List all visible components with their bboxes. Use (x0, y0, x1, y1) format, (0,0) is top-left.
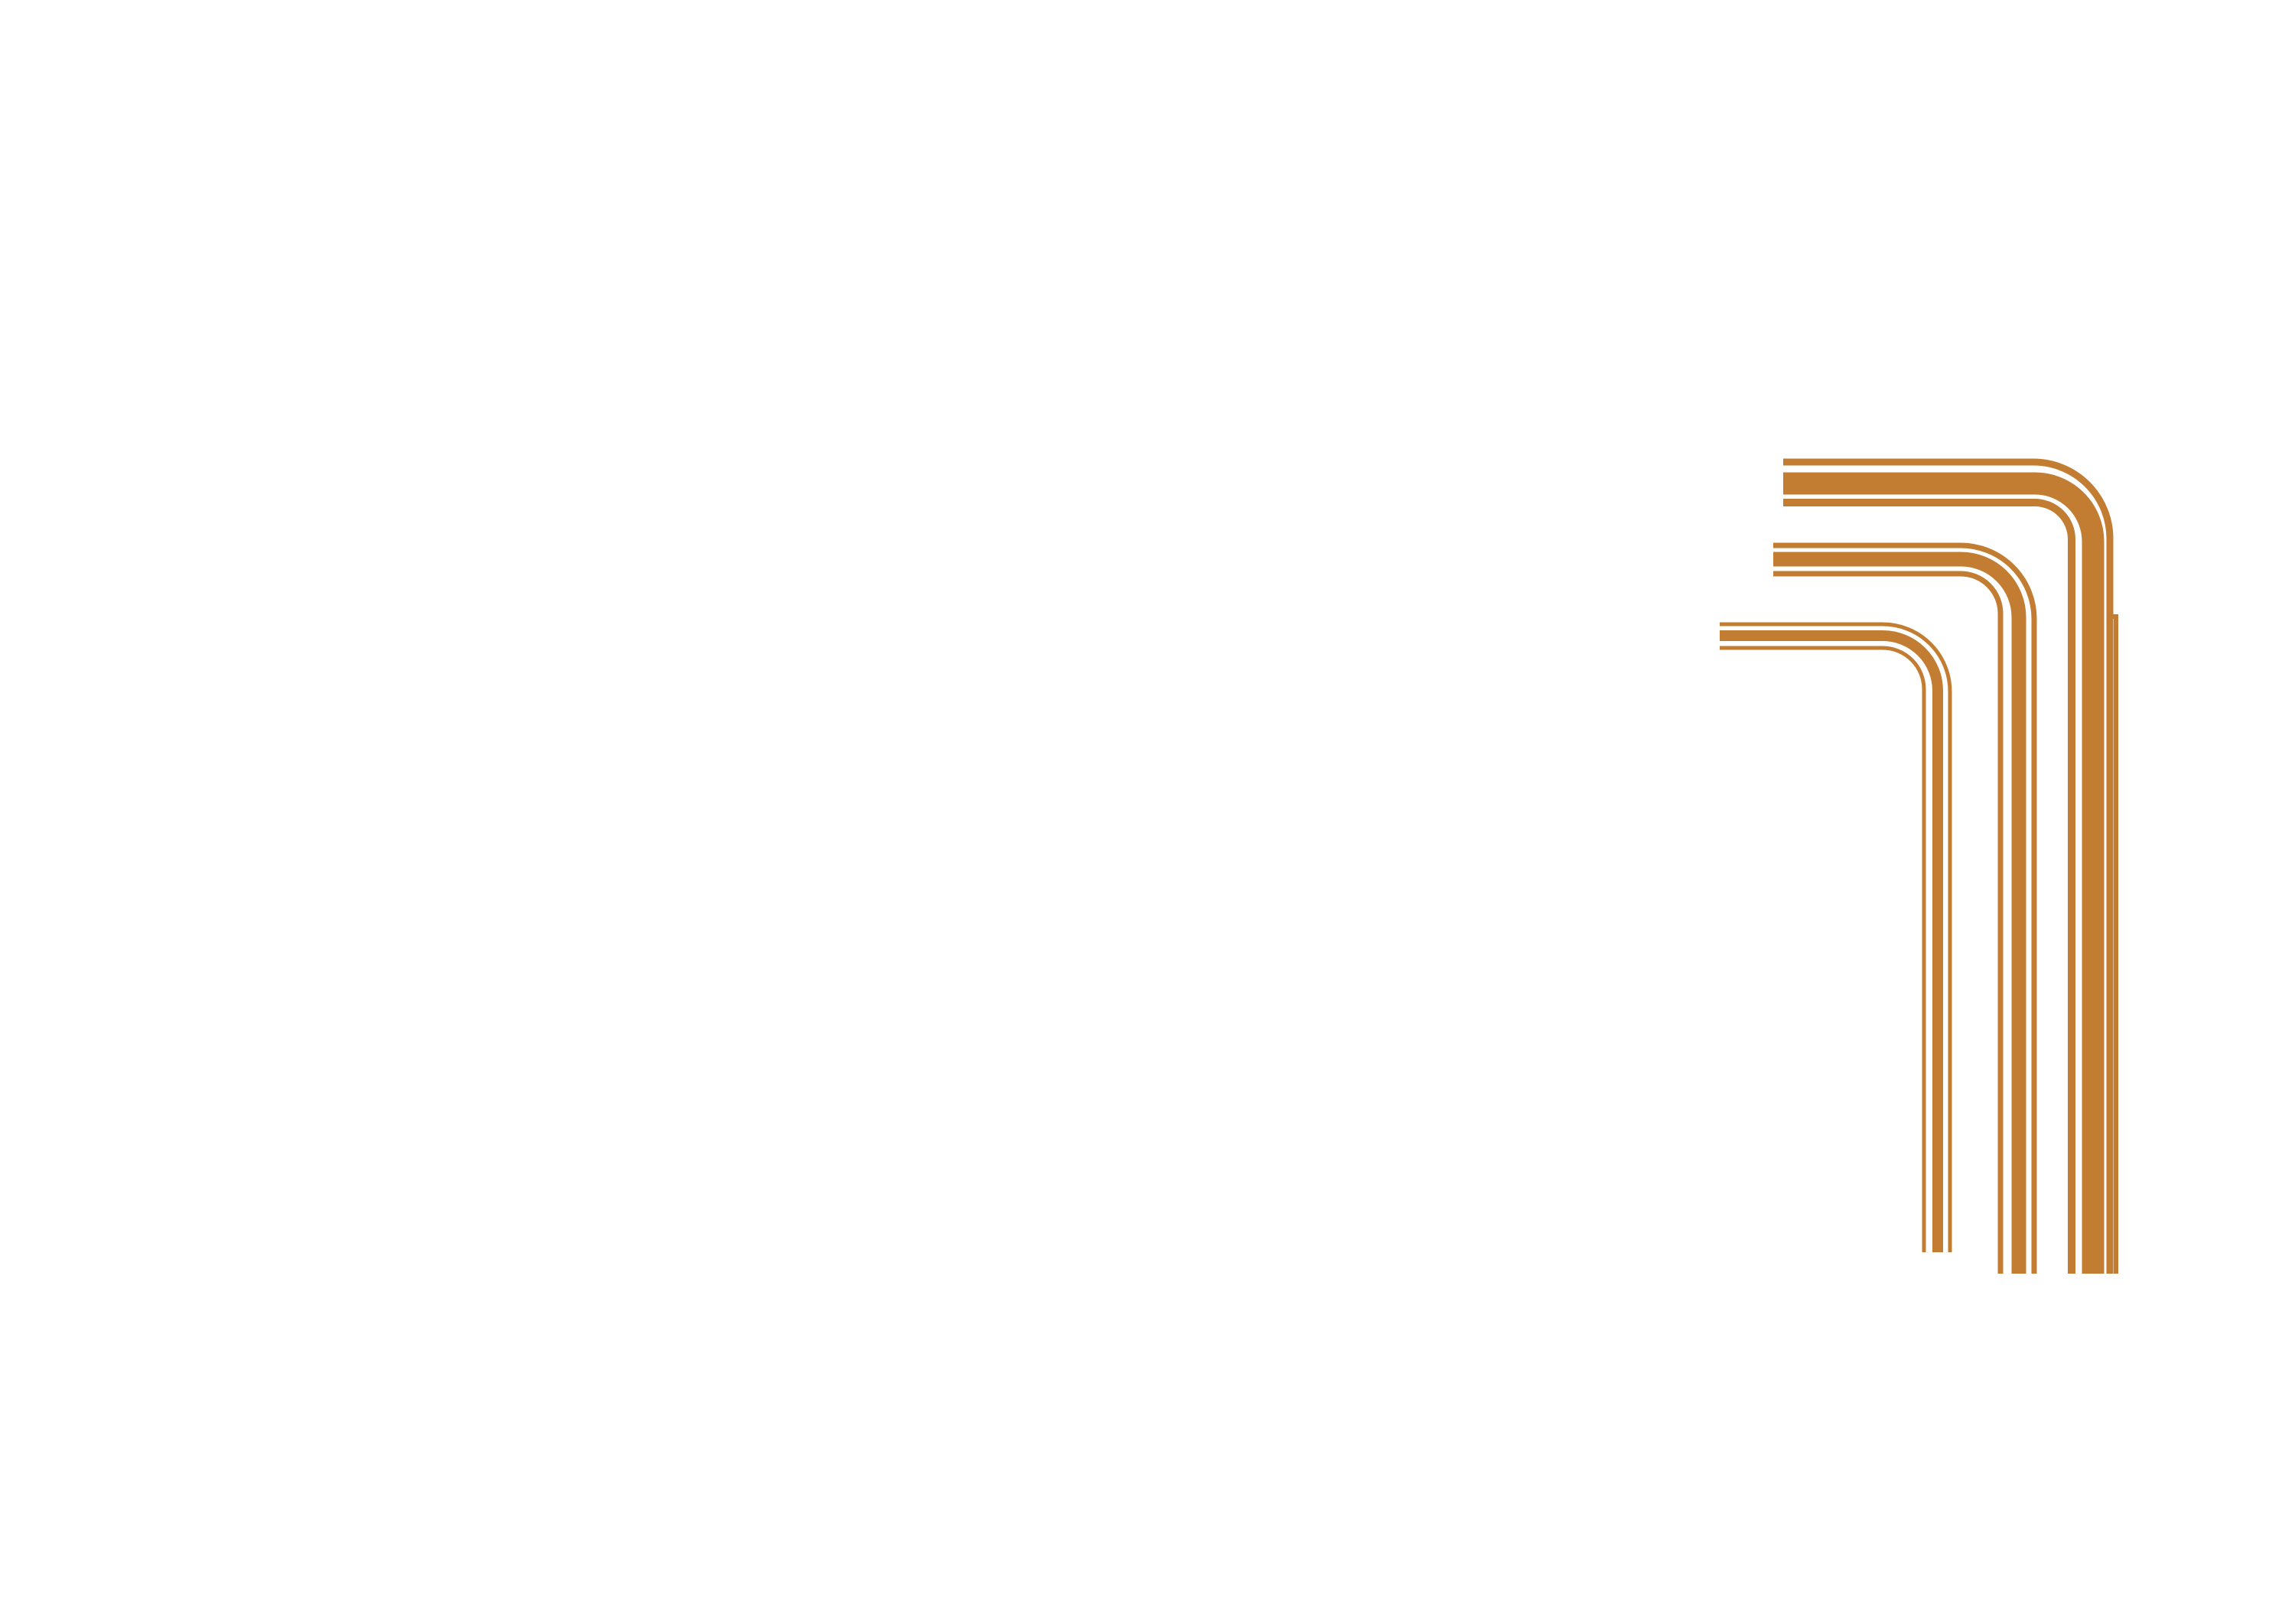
small-key-stripe-inner (1720, 646, 1926, 1252)
medium-key-stripe-middle (1773, 552, 2026, 1274)
large-key-stripe-middle (1783, 472, 2105, 1274)
large-key-stripe-inner (1783, 499, 2075, 1274)
small-key (1720, 622, 1952, 1252)
medium-key-stripe-inner (1773, 571, 2004, 1274)
medium-key (1773, 542, 2037, 1274)
medium-key-stripe-outer (1773, 542, 2037, 1274)
large-key-end-stripe (2110, 614, 2118, 1274)
large-key-stripe-outer (1783, 458, 2114, 1274)
small-key-stripe-middle (1720, 630, 1943, 1252)
large-key (1783, 458, 2118, 1274)
small-key-stripe-outer (1720, 622, 1952, 1252)
